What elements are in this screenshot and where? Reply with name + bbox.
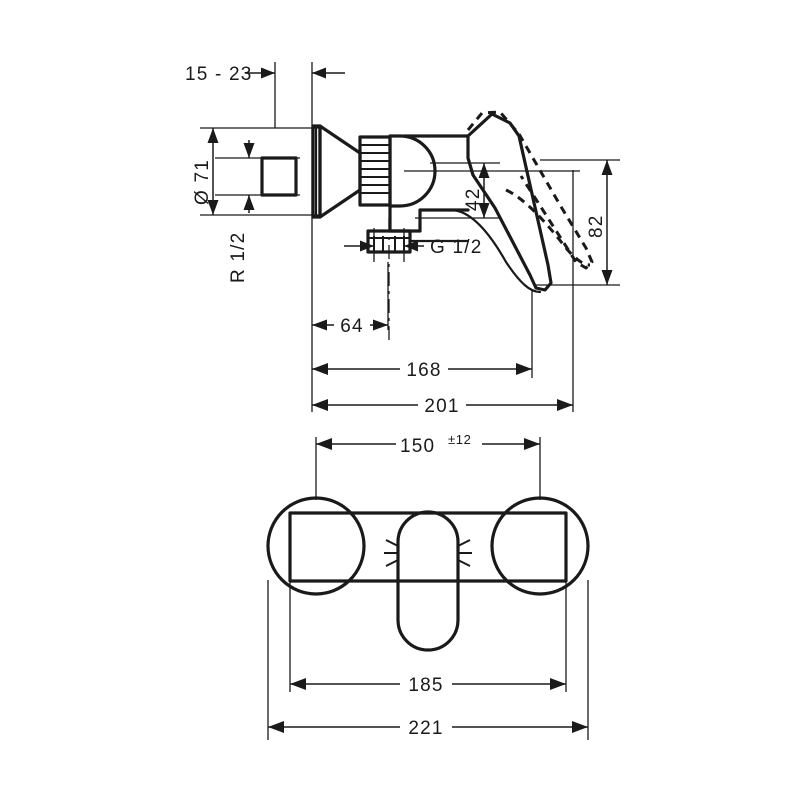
- lever-handle-solid: [466, 112, 553, 292]
- lever-handle-dashed-lower-arc: [505, 188, 591, 267]
- knurled-collar-ribs: [360, 144, 390, 194]
- dim-185-label: 185: [408, 675, 443, 696]
- dim-64-label: 64: [340, 316, 364, 337]
- mixer-side-profile: [260, 110, 594, 294]
- front-view-group: 150 ±12 185 221: [266, 429, 590, 741]
- dim-15-23-arrow-right: [312, 67, 326, 79]
- dim-201-label-mask: [418, 392, 466, 418]
- dim-15-23-arrow-left: [261, 67, 275, 79]
- dim-201-arrow-right: [557, 399, 573, 411]
- dim-150-label: 150: [400, 436, 435, 457]
- dimension-15-23: 15 - 23: [185, 64, 345, 85]
- mixer-front-profile: [266, 496, 590, 652]
- dim-168-arrow-left: [312, 363, 328, 375]
- dim-64-label-mask: [334, 313, 370, 337]
- dim-d71-arrow-bottom: [207, 200, 219, 215]
- dim-185-label-mask: [400, 671, 452, 698]
- dim-d71-label: Ø 71: [192, 159, 213, 205]
- lever-tick-marks-right: [457, 539, 472, 567]
- dim-15-23-label: 15 - 23: [185, 64, 253, 85]
- lever-handle-dashed-upper-arc: [517, 133, 594, 270]
- dim-168-arrow-right: [516, 363, 532, 375]
- dim-64-arrow-right: [373, 319, 388, 331]
- dim-g12-arrow-right: [404, 240, 418, 252]
- dim-82-arrow-top: [601, 160, 613, 175]
- lever-tick-marks-left: [384, 539, 399, 567]
- escutcheon-circle-left: [266, 496, 366, 596]
- lever-handle-dashed-top: [466, 110, 521, 135]
- dim-150-label-mask: [396, 429, 482, 457]
- dim-221-label-mask: [400, 714, 452, 741]
- escutcheon-circle-right: [490, 496, 590, 596]
- dim-150-tolerance: ±12: [448, 432, 471, 447]
- dimension-d71: Ø 71: [192, 128, 219, 215]
- side-view-group: 15 - 23 Ø 71 R 1/2 G 1/2: [185, 62, 620, 418]
- front-view-extension-lines: [267, 437, 589, 740]
- dimension-82: 82: [586, 160, 613, 285]
- dim-r12-label: R 1/2: [228, 232, 249, 283]
- dim-g12-arrow-left: [360, 240, 374, 252]
- dimension-168: 168: [312, 356, 532, 382]
- dimension-r12: R 1/2: [228, 140, 255, 283]
- dim-221-arrow-left: [268, 721, 284, 733]
- dim-42-arrow-top: [478, 163, 490, 178]
- dim-42-label: 42: [463, 187, 484, 211]
- dim-r12-arrow-top: [243, 143, 255, 158]
- dim-185-arrow-left: [290, 678, 306, 690]
- dimension-150: 150 ±12: [316, 429, 540, 457]
- dim-185-arrow-right: [550, 678, 566, 690]
- dimension-201: 201: [312, 392, 573, 418]
- dim-d71-arrow-top: [207, 128, 219, 143]
- dim-168-label-mask: [400, 356, 448, 382]
- dim-221-arrow-right: [572, 721, 588, 733]
- dim-42-arrow-bottom: [478, 203, 490, 218]
- cartridge-ball-cap: [388, 134, 437, 208]
- dim-r12-arrow-bottom: [243, 195, 255, 210]
- dim-201-label: 201: [424, 396, 459, 417]
- dim-150-arrow-left: [316, 438, 332, 450]
- dimension-185: 185: [290, 671, 566, 698]
- lever-underside-sweep: [450, 208, 542, 294]
- dim-82-label: 82: [586, 214, 607, 238]
- dim-g12-label: G 1/2: [430, 237, 482, 258]
- dim-201-arrow-left: [312, 399, 328, 411]
- dimension-42: 42: [463, 163, 490, 218]
- dim-221-label: 221: [408, 718, 443, 739]
- dimension-221: 221: [268, 714, 588, 741]
- dim-82-arrow-bottom: [601, 270, 613, 285]
- dimension-g12: G 1/2: [344, 237, 482, 258]
- lever-handle-front: [396, 510, 460, 652]
- inlet-nipple-r12: [260, 156, 298, 197]
- outlet-boss-thread-detail: [368, 236, 410, 252]
- dim-168-label: 168: [406, 360, 441, 381]
- dim-64-arrow-left: [312, 319, 327, 331]
- dimension-64: 64: [312, 313, 388, 337]
- dim-150-arrow-right: [524, 438, 540, 450]
